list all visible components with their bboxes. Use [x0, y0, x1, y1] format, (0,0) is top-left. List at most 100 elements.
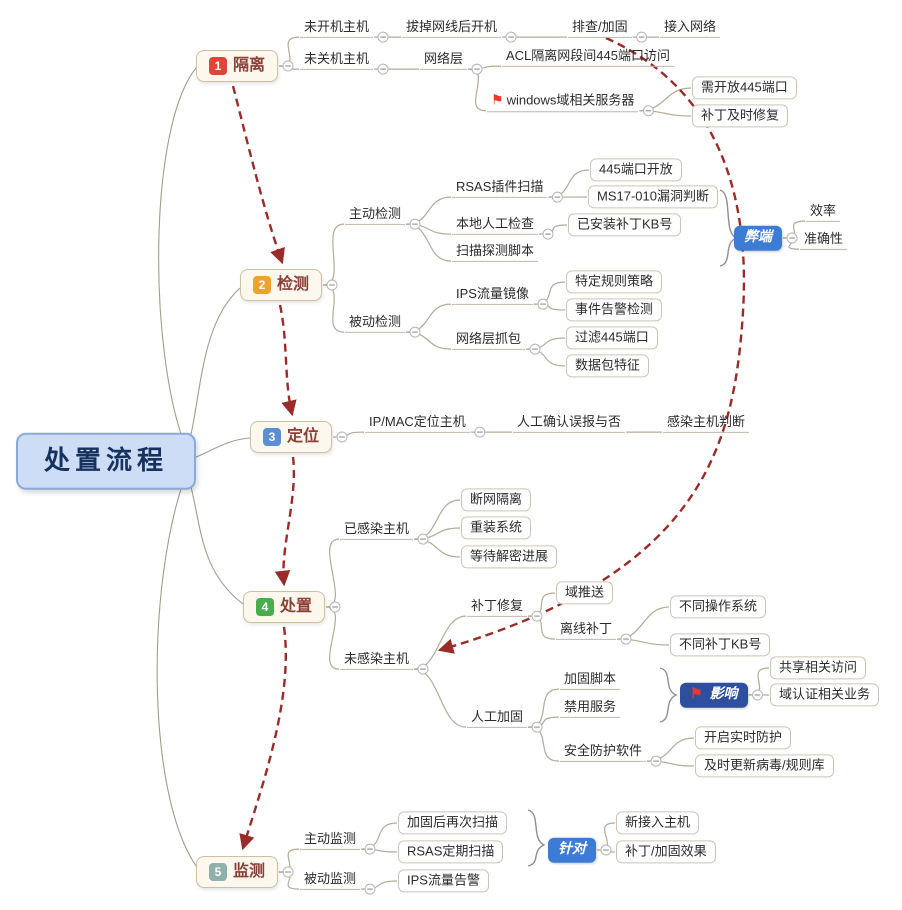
node-label: 网络层: [424, 50, 464, 66]
node-share-access[interactable]: 共享相关访问: [770, 656, 867, 680]
node-domain-push[interactable]: 域推送: [556, 581, 614, 605]
node-domain-auth[interactable]: 域认证相关业务: [770, 683, 880, 707]
collapse-icon[interactable]: [377, 31, 389, 43]
collapse-icon[interactable]: [326, 279, 338, 291]
collapse-icon[interactable]: [474, 426, 486, 438]
node-uninfected[interactable]: 未感染主机: [340, 650, 414, 671]
node-infected[interactable]: 已感染主机: [340, 520, 414, 541]
node-event-alert[interactable]: 事件告警检测: [566, 298, 663, 322]
collapse-icon[interactable]: [505, 31, 517, 43]
node-judge[interactable]: 感染主机判断: [663, 413, 750, 434]
node-patch-effect[interactable]: 补丁/加固效果: [616, 840, 716, 864]
node-periodic[interactable]: RSAS定期扫描: [398, 840, 504, 864]
collapse-icon[interactable]: [786, 232, 798, 244]
collapse-icon[interactable]: [364, 883, 376, 895]
node-pkt-feature[interactable]: 数据包特征: [566, 354, 650, 378]
collapse-icon[interactable]: [329, 601, 341, 613]
collapse-icon[interactable]: [531, 721, 543, 733]
node-kb-num[interactable]: 已安装补丁KB号: [568, 213, 682, 237]
collapse-icon[interactable]: [642, 105, 654, 117]
collapse-icon[interactable]: [417, 533, 429, 545]
node-capture[interactable]: 网络层抓包: [452, 330, 526, 351]
node-local-check[interactable]: 本地人工检查: [452, 215, 539, 236]
node-scan-script[interactable]: 扫描探测脚本: [452, 242, 539, 263]
node-drawback[interactable]: 弊端: [734, 225, 782, 251]
collapse-icon[interactable]: [752, 689, 764, 701]
collapse-icon[interactable]: [600, 844, 612, 856]
node-offline-patch[interactable]: 离线补丁: [556, 620, 617, 641]
collapse-icon[interactable]: [409, 218, 421, 230]
collapse-icon[interactable]: [409, 326, 421, 338]
collapse-icon[interactable]: [336, 431, 348, 443]
node-target[interactable]: 针对: [548, 837, 596, 863]
node-diff-os[interactable]: 不同操作系统: [670, 595, 767, 619]
node-disconnect[interactable]: 断网隔离: [461, 488, 532, 512]
node-check[interactable]: 排查/加固: [568, 18, 632, 39]
node-win-domain[interactable]: ⚑windows域相关服务器: [487, 90, 639, 112]
node-need-445[interactable]: 需开放445端口: [692, 76, 797, 100]
node-active-det[interactable]: 主动检测: [345, 205, 406, 226]
node-filter-445[interactable]: 过滤445端口: [566, 326, 658, 350]
collapse-icon[interactable]: [537, 298, 549, 310]
collapse-icon[interactable]: [531, 610, 543, 622]
node-decrypt[interactable]: 等待解密进展: [461, 545, 558, 569]
collapse-icon[interactable]: [364, 843, 376, 855]
node-new-host[interactable]: 新接入主机: [616, 811, 700, 835]
node-confirm[interactable]: 人工确认误报与否: [513, 413, 626, 434]
node-host-on[interactable]: 未关机主机: [300, 50, 374, 71]
collapse-icon[interactable]: [282, 60, 294, 72]
node-active-mon[interactable]: 主动监测: [300, 830, 361, 851]
node-manual-harden[interactable]: 人工加固: [467, 708, 528, 729]
node-rsas[interactable]: RSAS插件扫描: [452, 178, 548, 199]
node-net-layer[interactable]: 网络层: [420, 50, 468, 71]
node-label: 效率: [810, 202, 837, 218]
node-open-445[interactable]: 445端口开放: [590, 158, 682, 182]
node-root[interactable]: 处置流程: [16, 432, 197, 490]
node-label: 开启实时防护: [704, 729, 783, 745]
node-patch-repair[interactable]: 补丁修复: [467, 597, 528, 618]
node-acc[interactable]: 准确性: [800, 230, 848, 251]
node-ips-mirror[interactable]: IPS流量镜像: [452, 285, 533, 306]
node-impact[interactable]: ⚑影响: [680, 682, 748, 708]
collapse-icon[interactable]: [636, 31, 648, 43]
node-disable-svc[interactable]: 禁用服务: [560, 698, 621, 719]
node-rule-policy[interactable]: 特定规则策略: [566, 270, 663, 294]
node-realtime[interactable]: 开启实时防护: [695, 726, 792, 750]
collapse-icon[interactable]: [551, 191, 563, 203]
node-reinstall[interactable]: 重装系统: [461, 516, 532, 540]
node-ips-alert[interactable]: IPS流量告警: [398, 869, 489, 893]
collapse-icon[interactable]: [282, 866, 294, 878]
node-patch-fix[interactable]: 补丁及时修复: [692, 104, 789, 128]
collapse-icon[interactable]: [471, 63, 483, 75]
collapse-icon[interactable]: [542, 228, 554, 240]
node-passive-det[interactable]: 被动检测: [345, 313, 406, 334]
collapse-icon[interactable]: [377, 63, 389, 75]
node-ms17[interactable]: MS17-010漏洞判断: [588, 185, 718, 209]
collapse-icon[interactable]: [620, 633, 632, 645]
collapse-icon[interactable]: [417, 663, 429, 675]
node-connect[interactable]: 接入网络: [660, 18, 721, 39]
node-label: 特定规则策略: [575, 273, 654, 289]
node-diff-kb[interactable]: 不同补丁KB号: [670, 633, 771, 657]
node-host-off[interactable]: 未开机主机: [300, 18, 374, 39]
node-label: 事件告警检测: [575, 301, 654, 317]
node-update-db[interactable]: 及时更新病毒/规则库: [695, 754, 834, 778]
node-harden-script[interactable]: 加固脚本: [560, 670, 621, 691]
node-rescan[interactable]: 加固后再次扫描: [398, 811, 508, 835]
node-label: 准确性: [804, 230, 844, 246]
node-sec-soft[interactable]: 安全防护软件: [560, 742, 647, 763]
collapse-icon[interactable]: [650, 755, 662, 767]
collapse-icon[interactable]: [529, 343, 541, 355]
node-ipmac[interactable]: IP/MAC定位主机: [365, 413, 470, 434]
node-eff[interactable]: 效率: [806, 202, 841, 223]
node-passive-mon[interactable]: 被动监测: [300, 870, 361, 891]
node-acl[interactable]: ACL隔离网段间445端口访问: [502, 47, 674, 68]
node-label: RSAS插件扫描: [456, 178, 544, 194]
node-label: 需开放445端口: [701, 79, 788, 95]
node-unplug[interactable]: 拔掉网线后开机: [402, 18, 502, 39]
